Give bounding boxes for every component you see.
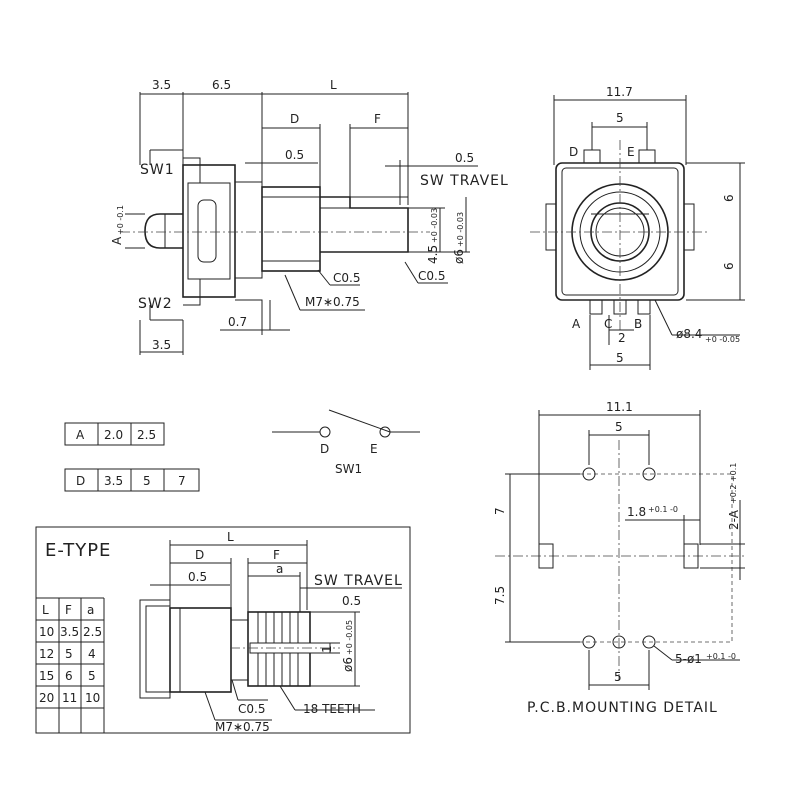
- dim-A: A: [110, 236, 124, 245]
- front-pin-spacing-bottom: 5: [616, 351, 624, 365]
- dim-3-5-top: 3.5: [152, 78, 171, 92]
- front-pin-D: D: [569, 145, 578, 159]
- front-pin-B: B: [634, 317, 642, 331]
- chamfer-c05-a: C0.5: [333, 271, 360, 285]
- pcb-bottom-pin-spacing: 5: [614, 670, 622, 684]
- e-table-cell: 10: [39, 625, 54, 639]
- e-table-cell: 5: [65, 647, 73, 661]
- e-table-cell: 12: [39, 647, 54, 661]
- e-table-cell: 6: [65, 669, 73, 683]
- pcb-top-pin-spacing: 5: [615, 420, 623, 434]
- e-chamfer-c05: C0.5: [238, 702, 265, 716]
- pcb-dim-1-8-tol: +0.1 -0: [648, 505, 678, 514]
- front-pin-E: E: [627, 145, 635, 159]
- table-D-label: D: [76, 474, 85, 488]
- front-view: 11.7 5 D E 6 6 A C B 2 5 ø8.4 +0 -0.05: [530, 85, 745, 370]
- front-pin-spacing-top: 5: [616, 111, 624, 125]
- e-type-title: E-TYPE: [45, 540, 111, 561]
- dim-A-tol: +0 -0.1: [116, 205, 125, 235]
- e-table-cell: 15: [39, 669, 54, 683]
- e-dim-L: L: [227, 530, 234, 544]
- table-A: A 2.0 2.5: [64, 422, 165, 446]
- e-table-cell: 4: [88, 647, 96, 661]
- pcb-width: 11.1: [606, 400, 633, 414]
- front-phi-8-4-tol: +0 -0.05: [705, 335, 740, 344]
- pcb-dim-2A-tol: +0.2 +0.1: [729, 463, 738, 504]
- e-table-header-F: F: [65, 603, 72, 617]
- dim-phi6-tol: +0 -0.03: [456, 212, 465, 247]
- e-dim-F: F: [273, 548, 280, 562]
- sw-travel-label: SW TRAVEL: [420, 173, 509, 189]
- pcb-dim-1-8: 1.8: [627, 505, 646, 519]
- table-A-value-2: 2.5: [137, 428, 156, 442]
- switch-label: SW1: [335, 462, 362, 476]
- front-phi-8-4: ø8.4: [676, 327, 702, 341]
- pcb-dim-7: 7: [493, 507, 507, 515]
- thread-label: M7∗0.75: [305, 295, 360, 309]
- e-table-cell: 10: [85, 691, 100, 705]
- e-table-cell: 2.5: [83, 625, 102, 639]
- side-view: 3.5 6.5 L D F 0.5 0.5 SW TRAVEL SW1 SW2 …: [110, 78, 509, 355]
- table-D-value-3: 7: [178, 474, 186, 488]
- e-table-cell: 3.5: [60, 625, 79, 639]
- e-type-panel: E-TYPE L F a 10 3.5 2.5 12 5 4 15 6 5 20: [35, 526, 411, 734]
- pcb-holes: 5-ø1: [675, 652, 702, 666]
- table-A-value-1: 2.0: [104, 428, 123, 442]
- table-A-label: A: [76, 428, 85, 442]
- dim-3-5-bottom: 3.5: [152, 338, 171, 352]
- e-dim-0-5-b: 0.5: [342, 594, 361, 608]
- dim-D: D: [290, 112, 299, 126]
- sw2-label: SW2: [138, 296, 173, 312]
- front-dim-6-lower: 6: [722, 262, 736, 270]
- pcb-caption: P.C.B.MOUNTING DETAIL: [527, 700, 718, 716]
- e-table-header-a: a: [87, 603, 94, 617]
- e-table-cell: 20: [39, 691, 54, 705]
- e-type-drawing: L D F a 0.5 SW TRAVEL 0.5 1 ø6 +0 -0.05 …: [139, 530, 403, 734]
- dim-6-5: 6.5: [212, 78, 231, 92]
- e-type-table: L F a 10 3.5 2.5 12 5 4 15 6 5 20 11 10: [36, 597, 105, 733]
- e-table-cell: 11: [62, 691, 77, 705]
- dim-0-7: 0.7: [228, 315, 247, 329]
- e-thread: M7∗0.75: [215, 720, 270, 734]
- dim-0-5-left: 0.5: [285, 148, 304, 162]
- front-dim-6-upper: 6: [722, 194, 736, 202]
- e-sw-travel: SW TRAVEL: [314, 573, 403, 589]
- switch-pin-D: D: [320, 442, 329, 456]
- front-pin-C: C: [604, 317, 612, 331]
- pcb-mounting-detail: 11.1 5 7 7.5 1.8 +0.1 -0 2-A +0.2 +0.1 5…: [493, 400, 745, 716]
- pcb-dim-7-5: 7.5: [493, 586, 507, 605]
- pcb-dim-2A: 2-A: [727, 509, 741, 530]
- dim-4-5-tol: +0 -0.03: [430, 208, 439, 243]
- front-width: 11.7: [606, 85, 633, 99]
- dim-phi6: ø6: [452, 249, 466, 264]
- table-D-value-1: 3.5: [104, 474, 123, 488]
- e-table-header-L: L: [42, 603, 49, 617]
- sw1-label: SW1: [140, 162, 175, 178]
- table-D: D 3.5 5 7: [64, 468, 200, 492]
- e-dim-phi6: ø6: [341, 657, 355, 672]
- dim-0-5-right: 0.5: [455, 151, 474, 165]
- e-dim-a: a: [276, 562, 283, 576]
- switch-pin-E: E: [370, 442, 378, 456]
- e-dim-D: D: [195, 548, 204, 562]
- e-dim-0-5-a: 0.5: [188, 570, 207, 584]
- pcb-holes-tol: +0.1 -0: [706, 652, 736, 661]
- front-dim-2: 2: [618, 331, 626, 345]
- table-D-value-2: 5: [143, 474, 151, 488]
- dim-F: F: [374, 112, 381, 126]
- e-table-cell: 5: [88, 669, 96, 683]
- e-teeth: 18 TEETH: [303, 702, 361, 716]
- front-pin-A: A: [572, 317, 581, 331]
- dim-4-5: 4.5: [426, 245, 440, 264]
- chamfer-c05-b: C0.5: [418, 269, 445, 283]
- dim-L: L: [330, 78, 337, 92]
- e-dim-phi6-tol: +0 -0.05: [345, 620, 354, 655]
- e-dim-1: 1: [320, 645, 334, 653]
- switch-symbol: D E SW1: [272, 409, 420, 476]
